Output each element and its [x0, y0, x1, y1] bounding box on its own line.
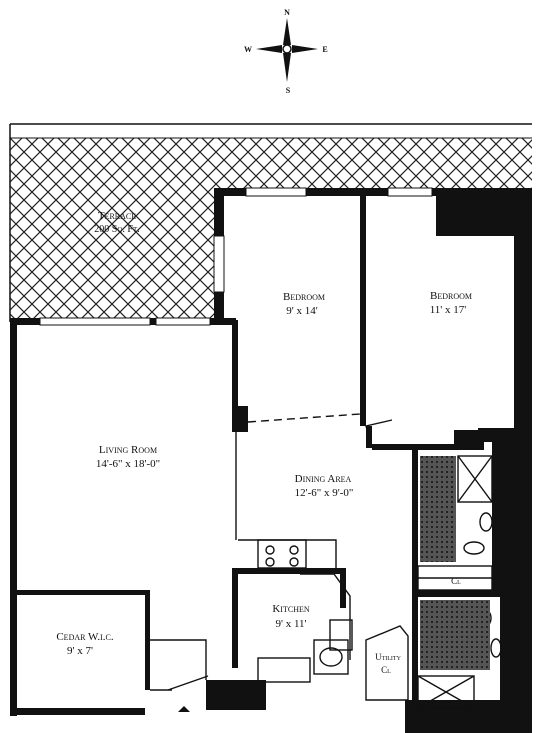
- compass-e-label: E: [322, 45, 327, 54]
- terrace-name: Terrace: [98, 210, 136, 222]
- bath-tile-floors: [420, 456, 490, 670]
- interior-lines: [150, 413, 502, 712]
- compass-south-arrow: [283, 53, 291, 82]
- compass-north-arrow: [283, 18, 291, 45]
- windows: [39, 187, 433, 326]
- dining-area-name: Dining Area: [295, 473, 352, 485]
- walls: [10, 188, 532, 733]
- bedroom1-name: Bedroom: [283, 291, 325, 303]
- bedroom2-name: Bedroom: [430, 290, 472, 302]
- cedar-wic-name: Cedar W.i.c.: [56, 631, 114, 643]
- cedar-wic-dims: 9' x 7': [67, 645, 93, 657]
- compass-rose: N S E W: [244, 8, 328, 95]
- compass-w-label: W: [244, 45, 252, 54]
- living-room-name: Living Room: [99, 444, 157, 456]
- kitchen-name: Kitchen: [272, 603, 309, 615]
- terrace-area: [9, 123, 532, 322]
- living-room-dims: 14'-6" x 18'-0": [96, 458, 160, 470]
- compass-s-label: S: [286, 86, 291, 95]
- terrace-dims: 200 Sq. Ft.: [94, 224, 139, 235]
- compass-east-arrow: [292, 45, 318, 53]
- bath-closet-label: Cl: [451, 576, 461, 586]
- utility-closet-name: Utility: [375, 652, 401, 662]
- utility-closet-dims: Cl: [381, 665, 391, 675]
- compass-west-arrow: [256, 45, 282, 53]
- bedroom1-dims: 9' x 14': [286, 305, 317, 317]
- kitchen-dims: 9' x 11': [275, 618, 306, 630]
- room-labels: Terrace 200 Sq. Ft. Bedroom 9' x 14' Bed…: [56, 210, 472, 675]
- dining-area-dims: 12'-6" x 9'-0": [295, 487, 354, 499]
- compass-n-label: N: [284, 8, 290, 17]
- bedroom2-dims: 11' x 17': [430, 304, 467, 316]
